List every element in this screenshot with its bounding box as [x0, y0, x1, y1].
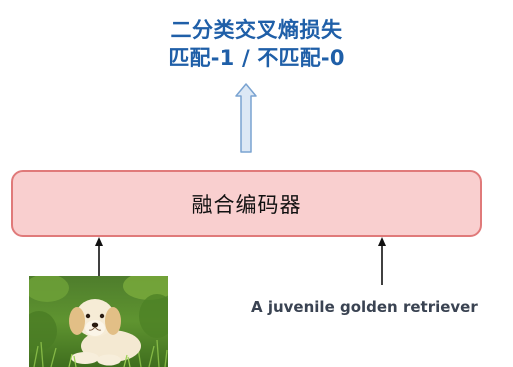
- puppy-photo: [29, 276, 168, 367]
- text-caption: A juvenile golden retriever: [251, 298, 478, 316]
- image-input-arrowhead: [95, 237, 103, 246]
- fusion-encoder-box: 融合编码器: [11, 170, 482, 237]
- loss-title: 二分类交叉熵损失: [170, 18, 343, 42]
- text-input-arrowhead: [378, 237, 386, 246]
- match-label: 匹配-1 / 不匹配-0: [168, 46, 345, 70]
- fusion-encoder-label: 融合编码器: [191, 192, 302, 217]
- puppy-illustration: [29, 276, 168, 367]
- output-arrow: [235, 83, 257, 153]
